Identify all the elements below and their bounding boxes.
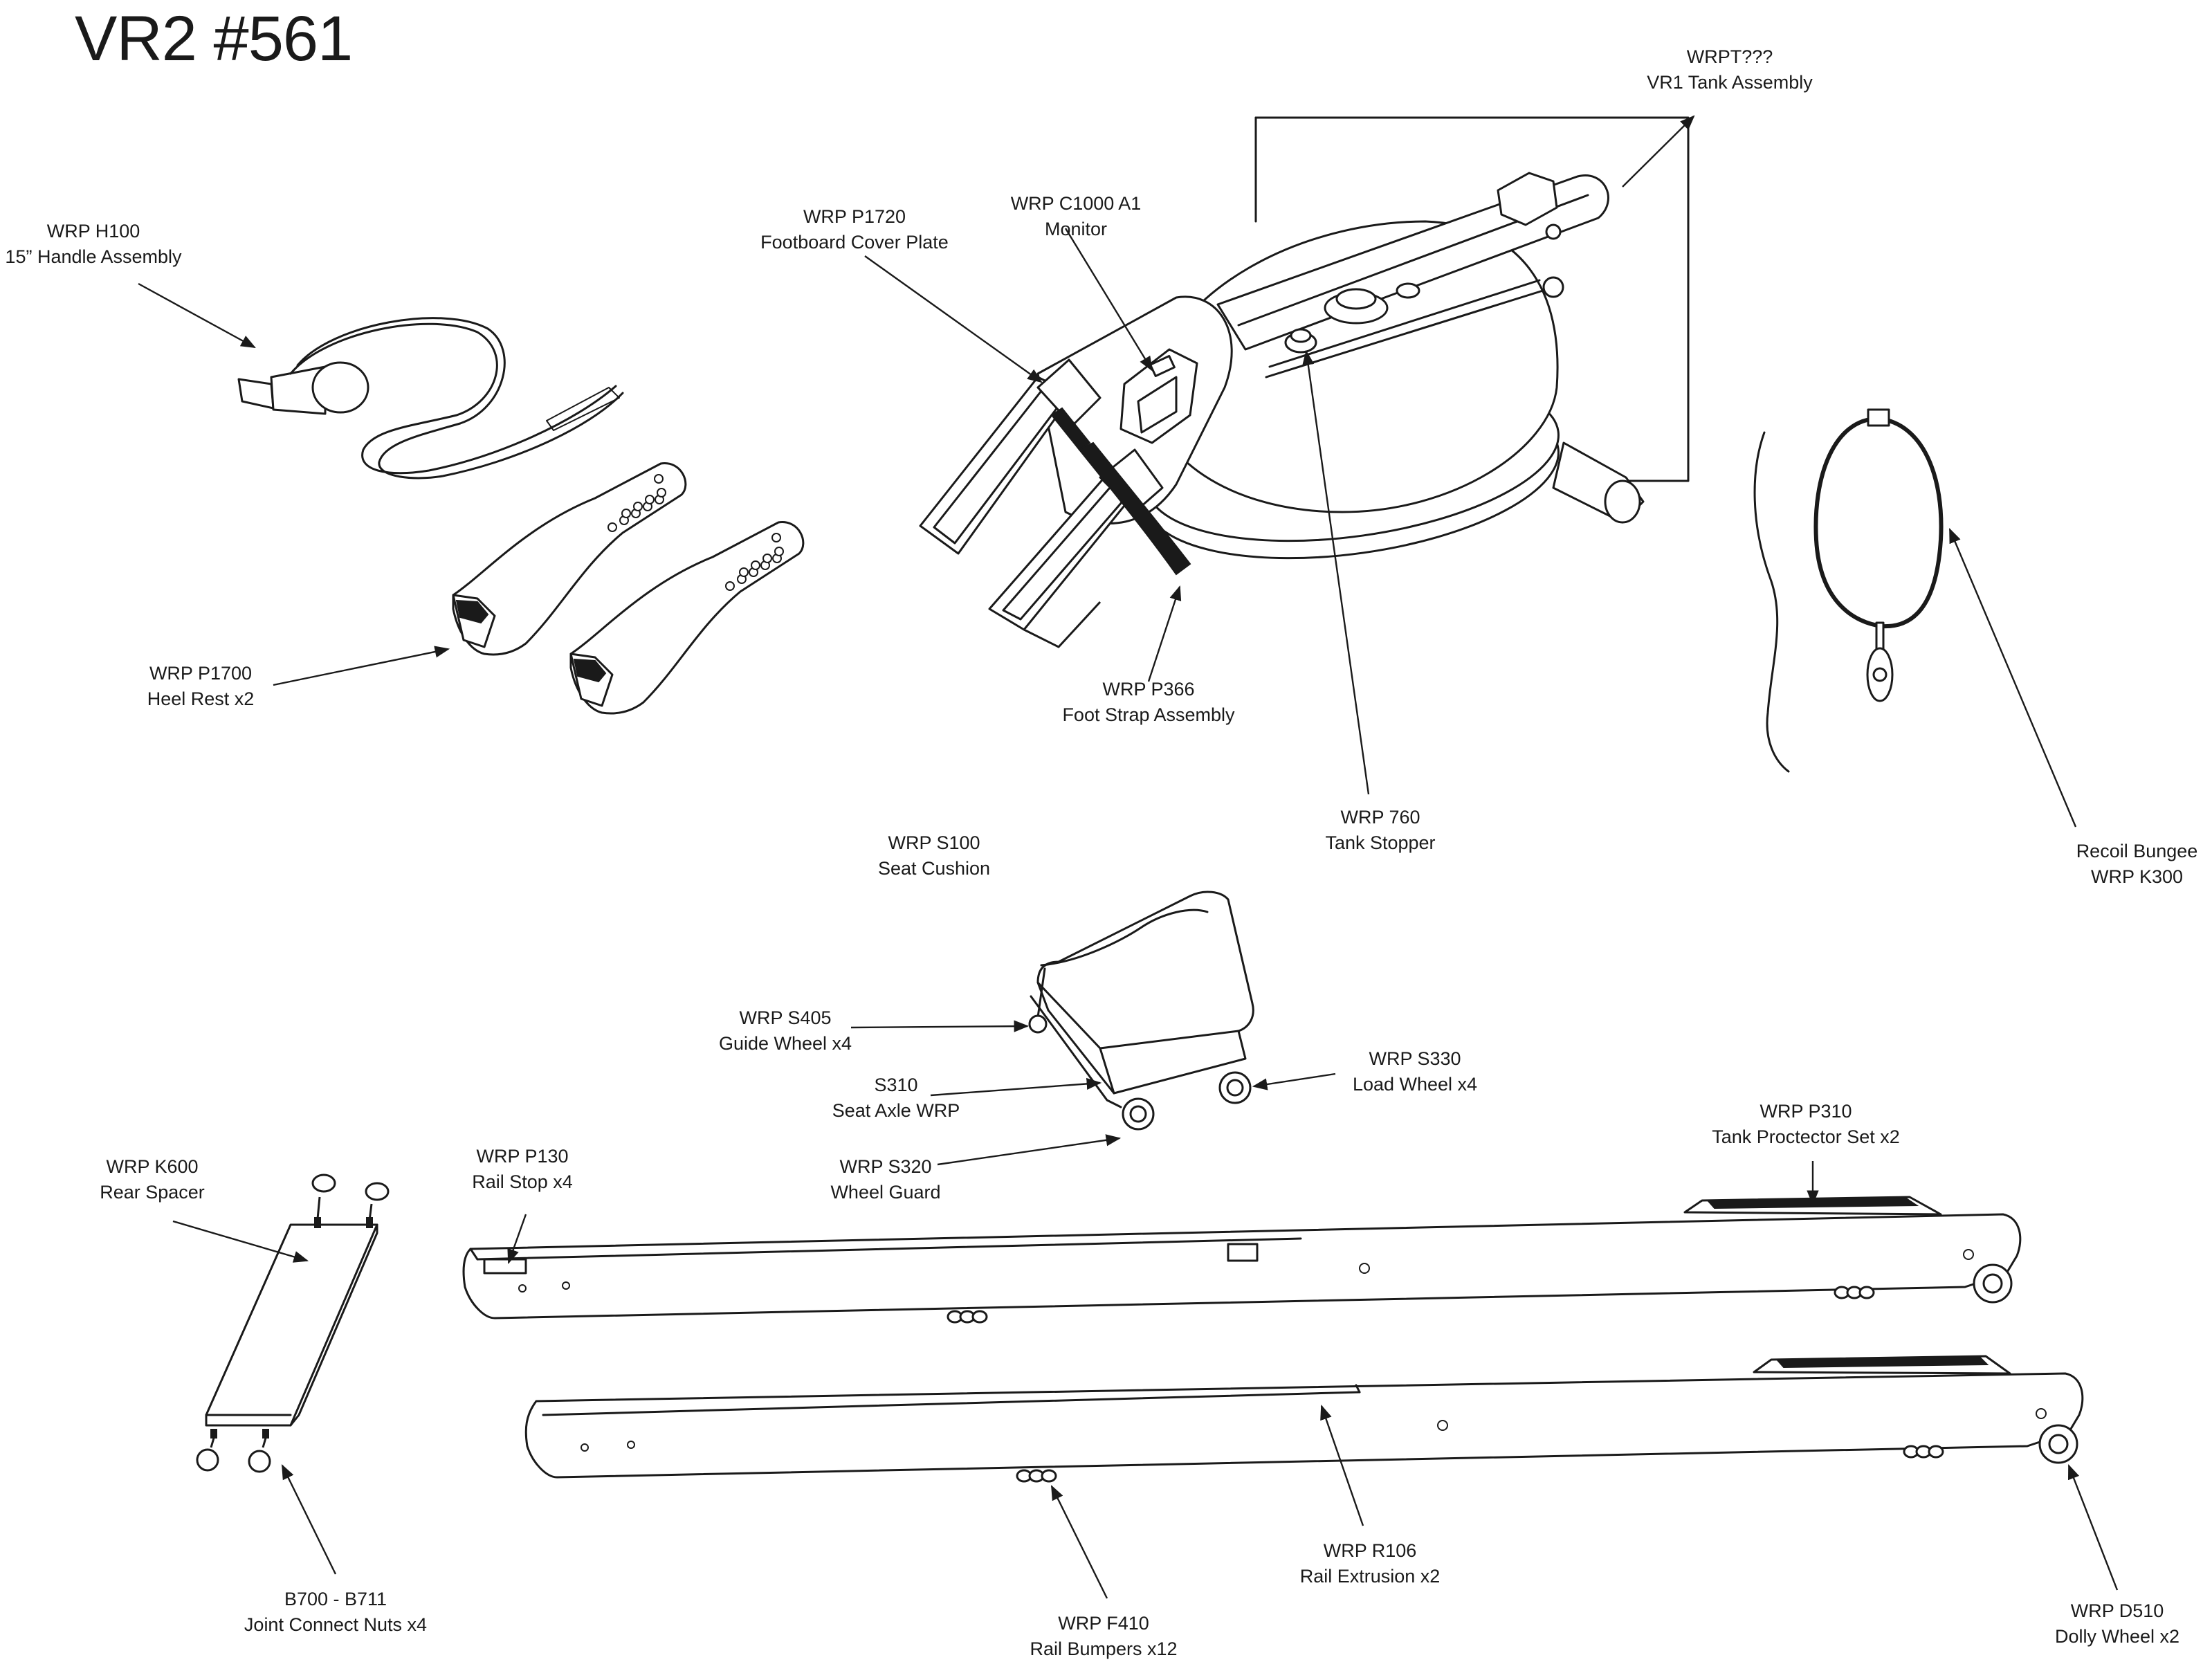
callout-wheel-guard: WRP S320 Wheel Guard bbox=[796, 1154, 976, 1205]
callout-seat-axle: S310 Seat Axle WRP bbox=[796, 1072, 996, 1124]
handle-assembly-drawing bbox=[237, 317, 624, 480]
part-name: Rail Bumpers x12 bbox=[1030, 1638, 1178, 1659]
part-code: WRP 760 bbox=[1340, 807, 1420, 828]
recoil-bungee-drawing bbox=[1753, 408, 1944, 773]
part-code: WRP S330 bbox=[1369, 1048, 1461, 1069]
heel-rest-drawing bbox=[452, 462, 805, 715]
callout-load-wheel: WRP S330 Load Wheel x4 bbox=[1328, 1046, 1501, 1097]
part-code: WRP P310 bbox=[1759, 1101, 1852, 1122]
part-name: Seat Cushion bbox=[877, 858, 991, 879]
part-code: WRP F410 bbox=[1058, 1613, 1149, 1634]
diagram-title: VR2 #561 bbox=[75, 3, 353, 74]
part-name: Heel Rest x2 bbox=[147, 688, 255, 709]
rail-upper-drawing bbox=[462, 1196, 2022, 1324]
part-name: Rail Extrusion x2 bbox=[1299, 1566, 1441, 1587]
part-code: WRP P130 bbox=[476, 1146, 569, 1167]
callout-monitor: WRP C1000 A1 Monitor bbox=[982, 191, 1169, 242]
part-code: WRP S320 bbox=[839, 1156, 932, 1177]
callout-handle-assembly: WRP H100 15” Handle Assembly bbox=[0, 219, 187, 270]
callout-rail-bumpers: WRP F410 Rail Bumpers x12 bbox=[1003, 1611, 1204, 1662]
callout-tank-assembly: WRPT??? VR1 Tank Assembly bbox=[1626, 44, 1834, 95]
part-code: WRP P1720 bbox=[803, 206, 906, 227]
part-name: VR1 Tank Assembly bbox=[1647, 72, 1813, 93]
tank-assembly-drawing bbox=[919, 116, 1690, 648]
part-name: Foot Strap Assembly bbox=[1062, 704, 1235, 725]
part-name: Load Wheel x4 bbox=[1352, 1074, 1478, 1095]
part-code: WRP R106 bbox=[1323, 1540, 1417, 1561]
callout-tank-protector-set: WRP P310 Tank Proctector Set x2 bbox=[1681, 1099, 1930, 1150]
callout-rail-stop: WRP P130 Rail Stop x4 bbox=[436, 1144, 609, 1195]
callout-foot-strap-assembly: WRP P366 Foot Strap Assembly bbox=[1045, 677, 1252, 728]
part-code: WRP S100 bbox=[888, 832, 980, 853]
callout-rear-spacer: WRP K600 Rear Spacer bbox=[69, 1154, 235, 1205]
part-name: Tank Proctector Set x2 bbox=[1712, 1126, 1900, 1147]
part-code: WRP P366 bbox=[1102, 679, 1195, 700]
callout-recoil-bungee: Recoil Bungee WRP K300 bbox=[2062, 839, 2212, 890]
part-code: WRP C1000 A1 bbox=[1010, 193, 1142, 214]
callout-seat-cushion: WRP S100 Seat Cushion bbox=[844, 830, 1024, 882]
callout-guide-wheel: WRP S405 Guide Wheel x4 bbox=[699, 1005, 872, 1057]
part-code: WRP H100 bbox=[46, 221, 140, 241]
part-code: WRP K600 bbox=[106, 1156, 199, 1177]
callout-joint-connect-nuts: B700 - B711 Joint Connect Nuts x4 bbox=[221, 1587, 450, 1638]
part-code: S310 bbox=[874, 1075, 918, 1095]
seat-drawing bbox=[1028, 891, 1254, 1131]
part-code: WRP D510 bbox=[2070, 1600, 2164, 1621]
callout-footboard-cover-plate: WRP P1720 Footboard Cover Plate bbox=[740, 204, 969, 255]
part-name: Tank Stopper bbox=[1325, 832, 1436, 853]
callout-heel-rest: WRP P1700 Heel Rest x2 bbox=[111, 661, 291, 712]
part-name: Rear Spacer bbox=[100, 1182, 205, 1203]
part-code: Recoil Bungee bbox=[2076, 841, 2198, 861]
part-name: Joint Connect Nuts x4 bbox=[244, 1614, 428, 1635]
part-name: 15” Handle Assembly bbox=[5, 246, 182, 267]
callout-rail-extrusion: WRP R106 Rail Extrusion x2 bbox=[1280, 1538, 1460, 1589]
callout-dolly-wheel: WRP D510 Dolly Wheel x2 bbox=[2027, 1598, 2207, 1650]
rear-spacer-drawing bbox=[196, 1174, 390, 1473]
part-code: B700 - B711 bbox=[284, 1589, 387, 1609]
leader-lines bbox=[138, 115, 2119, 1599]
part-name: Footboard Cover Plate bbox=[760, 232, 949, 253]
part-code: WRP S405 bbox=[739, 1007, 832, 1028]
part-name: Dolly Wheel x2 bbox=[2054, 1626, 2180, 1647]
rail-lower-drawing bbox=[524, 1355, 2084, 1483]
part-name: Guide Wheel x4 bbox=[718, 1033, 852, 1054]
callout-tank-stopper: WRP 760 Tank Stopper bbox=[1287, 805, 1474, 856]
part-code: WRPT??? bbox=[1686, 46, 1773, 67]
part-code: WRP P1700 bbox=[149, 663, 253, 684]
part-name: Rail Stop x4 bbox=[472, 1171, 573, 1192]
part-name: WRP K300 bbox=[2090, 866, 2184, 887]
part-name: Wheel Guard bbox=[830, 1182, 941, 1203]
part-name: Seat Axle WRP bbox=[832, 1100, 960, 1121]
part-name: Monitor bbox=[1044, 219, 1108, 239]
